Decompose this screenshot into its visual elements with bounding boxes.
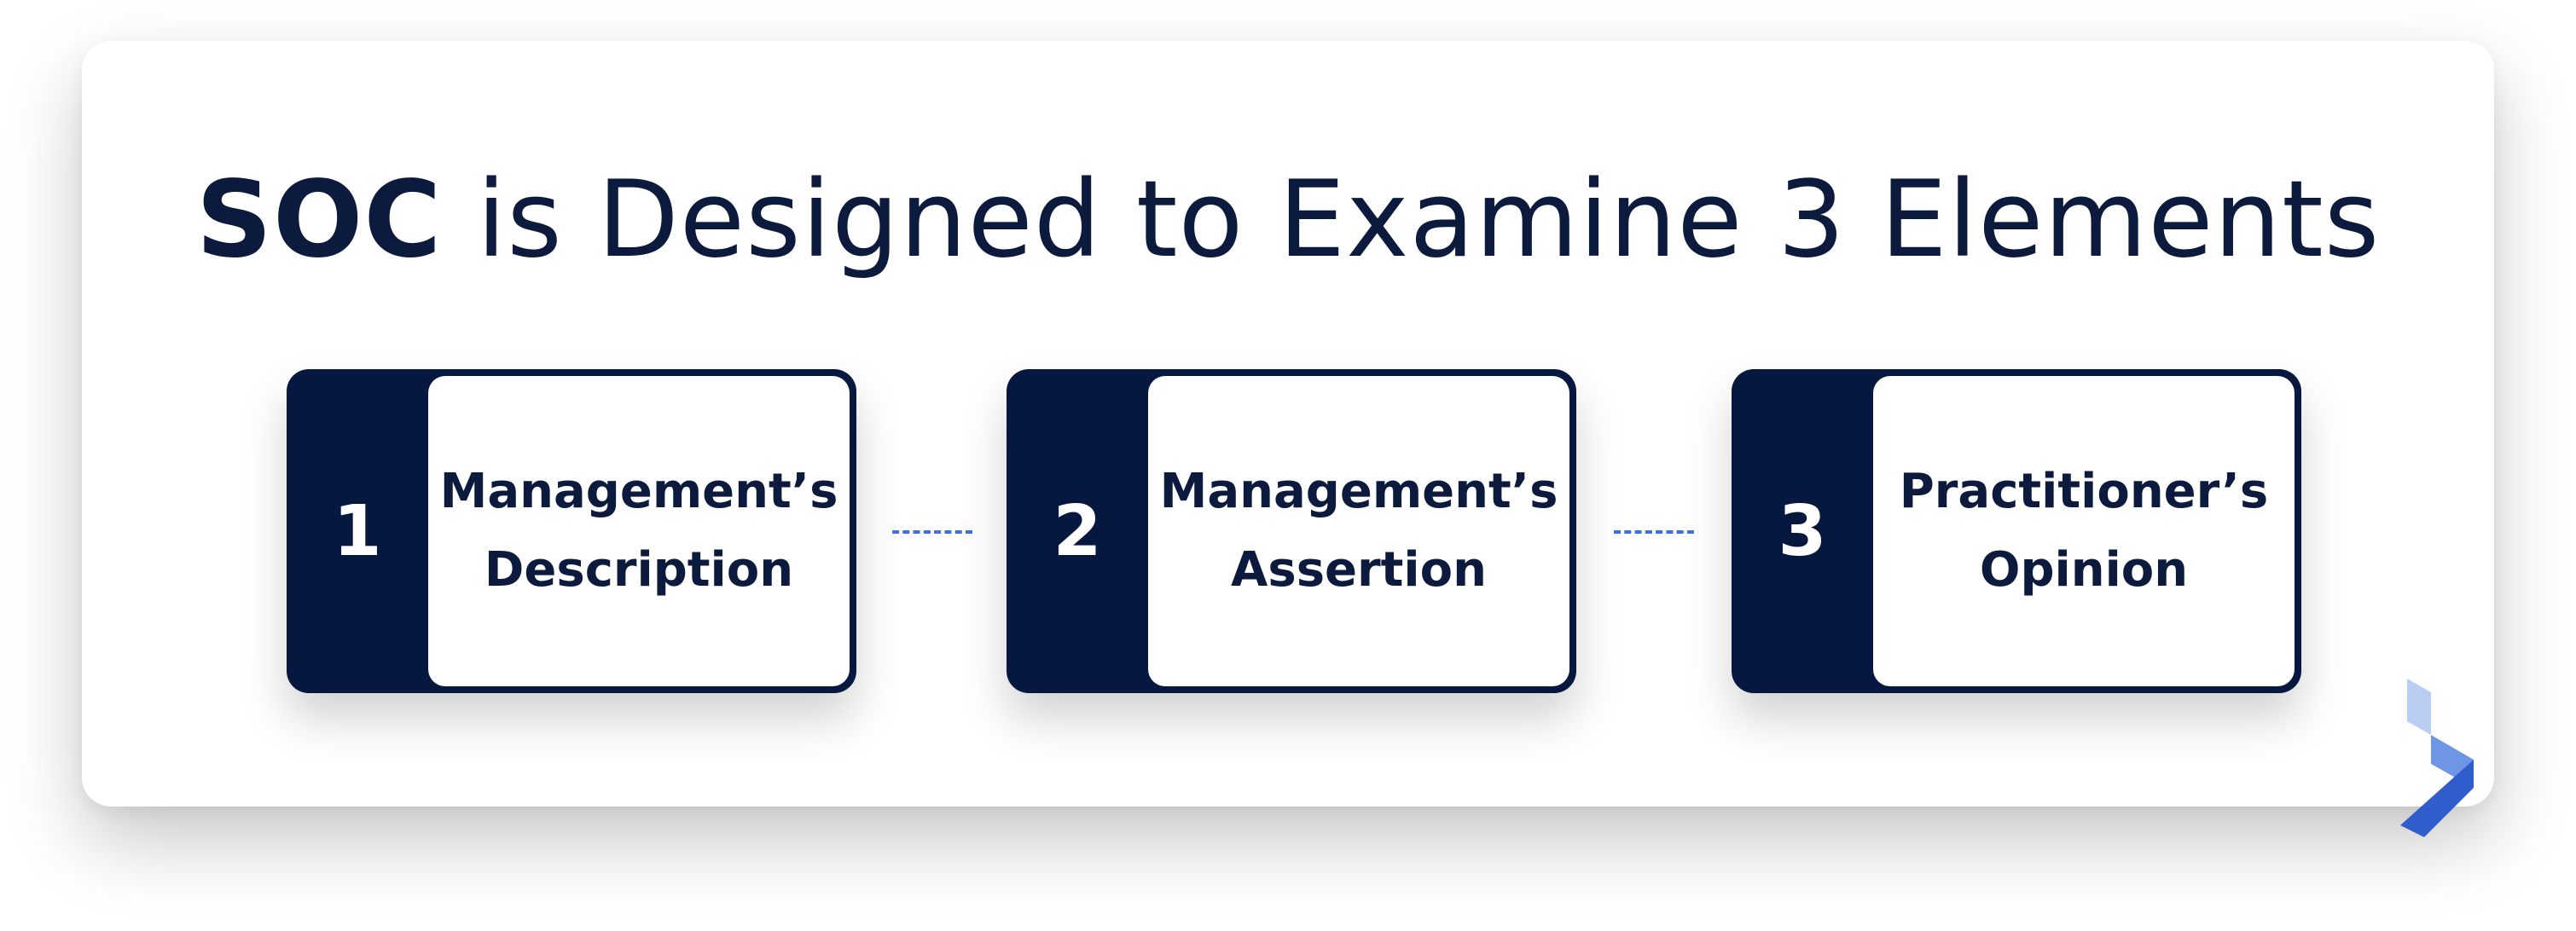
step-1-panel: Management’s Description <box>428 376 850 686</box>
step-1-box: 1 Management’s Description <box>287 369 856 693</box>
logo-bottom-segment <box>2400 760 2474 837</box>
step-2-label-line2: Assertion <box>1231 542 1487 598</box>
step-3-label-line2: Opinion <box>1979 542 2189 598</box>
step-3-label-line1: Practitioner’s <box>1899 464 2269 519</box>
title-acronym: SOC <box>195 159 443 281</box>
step-3-panel: Practitioner’s Opinion <box>1873 376 2295 686</box>
step-1-label-line2: Description <box>484 542 794 598</box>
step-2-label-line1: Management’s <box>1159 464 1558 519</box>
step-1-number: 1 <box>333 490 382 572</box>
step-3-number: 3 <box>1778 490 1827 572</box>
step-2-number: 2 <box>1053 490 1102 572</box>
step-1-label-line1: Management’s <box>439 464 838 519</box>
connector-1-2 <box>892 530 972 534</box>
step-3-box: 3 Practitioner’s Opinion <box>1732 369 2301 693</box>
step-2-box: 2 Management’s Assertion <box>1007 369 1576 693</box>
logo-top-segment <box>2407 679 2431 735</box>
step-2-panel: Management’s Assertion <box>1148 376 1569 686</box>
chevron-logo-icon <box>2400 679 2474 837</box>
diagram-card: SOC is Designed to Examine 3 Elements 1 … <box>82 41 2494 837</box>
diagram-title: SOC is Designed to Examine 3 Elements <box>82 152 2494 288</box>
connector-2-3 <box>1614 530 1694 534</box>
title-text: is Designed to Examine 3 Elements <box>476 159 2381 281</box>
